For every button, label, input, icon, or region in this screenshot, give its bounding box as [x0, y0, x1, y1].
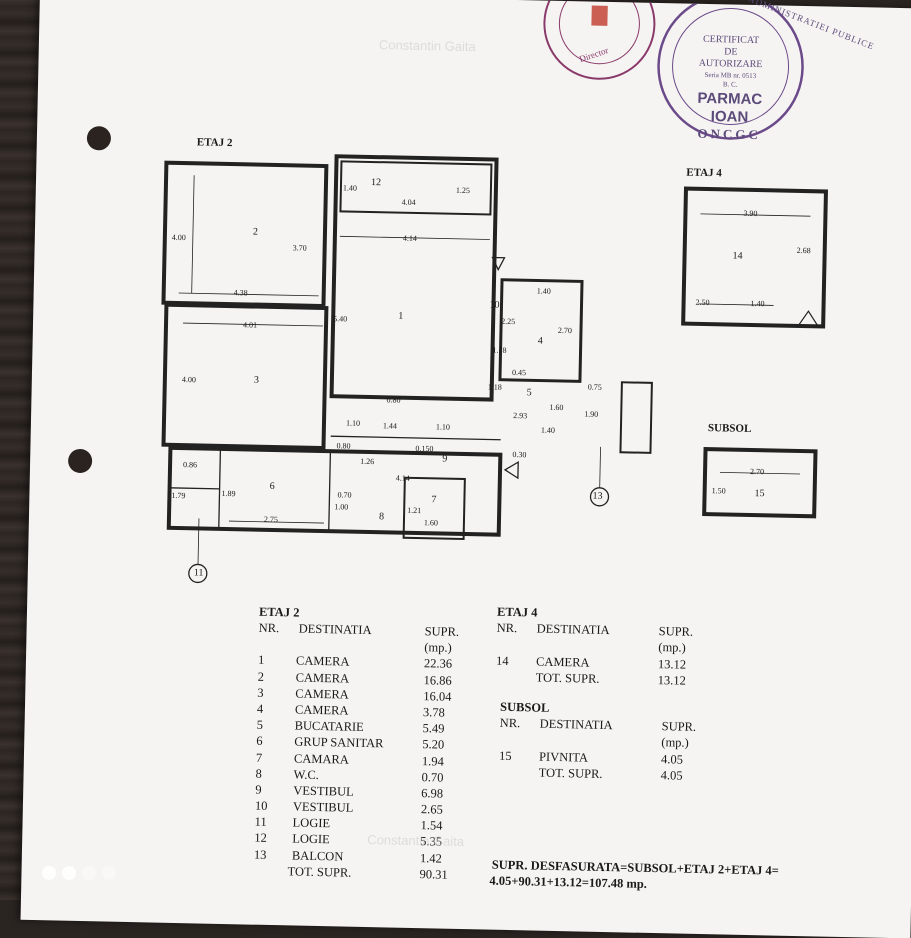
- dim-label: 1.50: [711, 486, 726, 496]
- dim-label: 1.40: [536, 286, 551, 296]
- col-header-nr: NR.: [258, 620, 280, 636]
- watermark: Constantin Gaita: [367, 832, 465, 850]
- dim-label: 1.40: [540, 425, 555, 435]
- dim-label: 0.150: [415, 443, 434, 454]
- dim-label: 4.01: [242, 320, 258, 330]
- col-header-dest: DESTINATIA: [298, 621, 372, 638]
- dim-label: 1.79: [171, 490, 186, 501]
- dim-label: 3.70: [292, 243, 307, 253]
- dim-label: 4.00: [171, 232, 186, 243]
- table-total-row: TOT. SUPR.4.05: [538, 765, 683, 783]
- room-number: 15: [754, 488, 765, 500]
- room-number: 13: [592, 490, 603, 502]
- dim-label: 0.86: [182, 460, 198, 470]
- col-header-supr: SUPR.: [424, 624, 460, 639]
- dim-label: 4.14: [402, 233, 417, 243]
- dim-label: 1.60: [549, 402, 564, 413]
- room-number: 11: [193, 567, 204, 579]
- dim-label: 2.70: [557, 325, 573, 336]
- dim-label: 0.45: [511, 367, 527, 378]
- col-header-unit: (mp.): [424, 640, 452, 655]
- dim-label: 0.80: [386, 395, 401, 405]
- dim-label: 1.21: [407, 505, 422, 516]
- dim-label: 4.00: [181, 375, 196, 385]
- dim-label: 5.40: [333, 314, 348, 324]
- etaj2-plan-label: ETAJ 2: [196, 136, 233, 150]
- dim-label: 4.38: [233, 288, 248, 298]
- room-number: 9: [442, 453, 448, 465]
- table-title: ETAJ 4: [496, 604, 538, 620]
- dim-label: 2.50: [695, 297, 710, 308]
- floor-plan-drawing: [161, 154, 828, 584]
- subsol-plan-label: SUBSOL: [707, 422, 752, 435]
- image-pager-dots[interactable]: [42, 866, 122, 885]
- pager-dot[interactable]: [62, 866, 76, 880]
- dim-label: 1.40: [750, 298, 765, 309]
- dim-label: 1.10: [435, 422, 451, 432]
- pager-dot[interactable]: [82, 866, 96, 880]
- room-number: 6: [269, 480, 275, 493]
- dim-label: 1.18: [487, 382, 502, 392]
- dim-label: 2.70: [749, 466, 765, 477]
- dim-label: 1.44: [382, 421, 398, 431]
- dim-label: 4.14: [395, 473, 410, 483]
- dim-label: 0.75: [587, 382, 602, 392]
- room-number: 2: [252, 226, 259, 238]
- stamps: [543, 0, 804, 140]
- dim-label: 0.80: [336, 441, 351, 451]
- table-total-row: TOT. SUPR.90.31: [287, 864, 448, 882]
- room-number: 10: [489, 299, 500, 311]
- dim-label: 1.40: [342, 183, 358, 193]
- dim-label: 4.04: [401, 197, 416, 207]
- dim-label: 2.25: [501, 316, 516, 327]
- summary-line: 4.05+90.31+13.12=107.48 mp.: [489, 873, 648, 891]
- floor-plan-document: Constantin Gaita Director CERTIFICAT DE …: [20, 0, 911, 938]
- table-title: ETAJ 2: [258, 604, 300, 620]
- room-number: 5: [526, 387, 532, 399]
- room-number: 3: [253, 374, 259, 386]
- dim-label: 1.26: [360, 456, 375, 467]
- dim-label: 0.70: [337, 490, 352, 500]
- dim-label: 1.89: [221, 488, 236, 499]
- dim-label: 1.18: [492, 345, 507, 355]
- dim-label: 2.75: [263, 514, 279, 525]
- dim-label: 1.25: [455, 185, 470, 196]
- room-number: 8: [378, 511, 385, 523]
- table-title: SUBSOL: [499, 699, 550, 715]
- etaj4-plan-label: ETAJ 4: [686, 166, 722, 180]
- room-number: 1: [398, 310, 404, 322]
- dim-label: 1.60: [423, 518, 439, 528]
- dim-label: 2.68: [796, 245, 811, 256]
- room-number: 14: [732, 250, 743, 262]
- dim-label: 0.30: [512, 449, 527, 460]
- dim-label: 3.90: [743, 208, 758, 219]
- pager-dot[interactable]: [42, 866, 56, 880]
- dim-label: 1.00: [334, 502, 349, 512]
- table-total-row: TOT. SUPR.13.12: [535, 670, 686, 688]
- dim-label: 1.10: [345, 418, 361, 428]
- dim-label: 1.90: [584, 409, 599, 419]
- room-number: 4: [537, 335, 543, 347]
- room-number: 12: [370, 176, 382, 189]
- dim-label: 2.93: [513, 411, 528, 421]
- pager-dot[interactable]: [102, 866, 116, 880]
- room-number: 7: [431, 494, 437, 506]
